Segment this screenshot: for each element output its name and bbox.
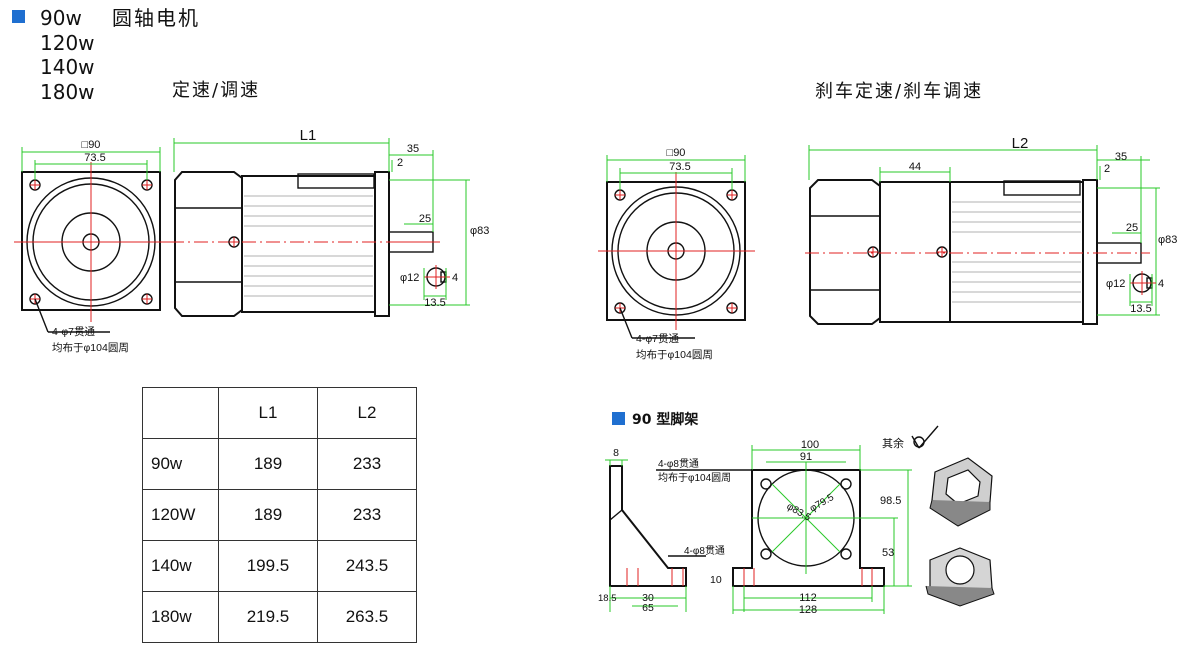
holes-pcd-label: 均布于φ104圆周 [52, 342, 129, 354]
power-140w: 140w [40, 55, 95, 79]
header-marker [12, 10, 25, 23]
dim-length-l2: L2 [1012, 135, 1029, 152]
dim-key-depth: 13.5 [424, 297, 445, 309]
dim-shaft-dia: φ12 [400, 272, 419, 284]
bracket-front-view: φ83.5 φ79.5 100 91 4-φ8贯通 均布于φ104圆周 98.5… [656, 439, 912, 616]
left-view-subtitle: 定速/调速 [172, 80, 261, 101]
table-header-cell: L1 [218, 387, 318, 439]
page-title: 圆轴电机 [112, 6, 200, 30]
table-cell: 263.5 [317, 591, 417, 643]
right-front-view: □90 73.5 4-φ7贯通 均布于φ104圆周 [598, 147, 755, 361]
table-row: 140w 199.5 243.5 [142, 540, 417, 592]
dim-foot-a: 30 [642, 592, 654, 604]
dimension-table: L1 L2 90w 189 233 120W 189 233 140w 199.… [142, 387, 417, 643]
roughness-symbol: 其余 [882, 425, 939, 450]
bracket-side-view: 8 30 65 18.5 4-φ8贯通 [598, 447, 725, 614]
dim-base-t: 10 [710, 574, 722, 586]
table-cell: 90w [142, 438, 219, 490]
dim-height: 98.5 [880, 495, 901, 507]
end-cap [174, 171, 243, 317]
dim-shaft-len: 35 [407, 143, 419, 155]
table-cell: 140w [142, 540, 219, 592]
bracket-holes-pcd-label: 均布于φ104圆周 [658, 472, 731, 484]
left-side-view: L1 35 2 25 φ83 φ12 4 13.5 [170, 127, 489, 317]
dim-width-inner: 91 [800, 451, 812, 463]
power-120w: 120w [40, 31, 95, 55]
table-header-cell: L2 [317, 387, 417, 439]
dim-base-w: 128 [799, 604, 817, 616]
dim-thickness: 8 [613, 447, 619, 459]
dim-flange: 2 [1104, 163, 1110, 175]
dim-brake-len: 44 [909, 161, 921, 173]
dim-width: 73.5 [84, 152, 105, 164]
dim-length-l1: L1 [300, 127, 317, 144]
bracket-holes-label: 4-φ8贯通 [658, 458, 699, 470]
table-cell: 233 [317, 438, 417, 490]
motor-body [949, 181, 1084, 323]
power-90w: 90w [40, 6, 82, 30]
dim-flange: 2 [397, 157, 403, 169]
dim-shaft-len: 35 [1115, 151, 1127, 163]
table-cell: 219.5 [218, 591, 318, 643]
table-cell: 199.5 [218, 540, 318, 592]
dim-dia-b: φ79.5 [808, 492, 836, 515]
foot-holes-label: 4-φ8贯通 [684, 545, 725, 557]
power-180w: 180w [40, 80, 95, 104]
dim-height-off: 18.5 [598, 593, 617, 604]
bracket-title: 90 型脚架 [632, 412, 699, 428]
dim-square: □90 [667, 147, 686, 159]
end-cap [809, 179, 881, 325]
flange-side [374, 171, 390, 317]
rest-label: 其余 [882, 436, 904, 450]
right-view-subtitle: 刹车定速/刹车调速 [815, 81, 984, 102]
dim-key-len: 25 [419, 213, 431, 225]
table-cell: 189 [218, 489, 318, 541]
holes-pcd-label: 均布于φ104圆周 [636, 349, 713, 361]
right-side-view: L2 44 35 2 25 φ83 φ12 4 13.5 [805, 135, 1177, 325]
dim-key: 4 [452, 272, 458, 284]
dim-key: 4 [1158, 278, 1164, 290]
dim-shaft-dia: φ12 [1106, 278, 1125, 290]
dim-square: □90 [82, 139, 101, 151]
table-header-cell [142, 387, 219, 439]
flange-side [1082, 179, 1098, 325]
left-front-view: □90 73.5 4-φ7贯通 均布于φ104圆周 [14, 139, 170, 354]
bracket-3d-bottom [925, 547, 995, 607]
bracket-3d-top [929, 457, 993, 527]
table-cell: 189 [218, 438, 318, 490]
dim-key-depth: 13.5 [1130, 303, 1151, 315]
holes-label: 4-φ7贯通 [636, 333, 679, 345]
dim-foot-b: 65 [642, 602, 654, 614]
terminal-box [1003, 180, 1081, 196]
table-header-row: L1 L2 [142, 387, 417, 439]
dim-pilot-dia: φ83 [470, 225, 489, 237]
dim-key-len: 25 [1126, 222, 1138, 234]
table-row: 90w 189 233 [142, 438, 417, 490]
holes-label: 4-φ7贯通 [52, 326, 95, 338]
bracket-title-marker [612, 412, 625, 425]
dim-hole-span: 112 [799, 592, 817, 604]
table-cell: 120W [142, 489, 219, 541]
table-cell: 243.5 [317, 540, 417, 592]
table-cell: 233 [317, 489, 417, 541]
table-row: 120W 189 233 [142, 489, 417, 541]
dim-center-h: 53 [882, 547, 894, 559]
dim-pilot-dia: φ83 [1158, 234, 1177, 246]
table-cell: 180w [142, 591, 219, 643]
table-row: 180w 219.5 263.5 [142, 591, 417, 643]
dim-width-top: 100 [801, 439, 819, 451]
dim-width: 73.5 [669, 161, 690, 173]
